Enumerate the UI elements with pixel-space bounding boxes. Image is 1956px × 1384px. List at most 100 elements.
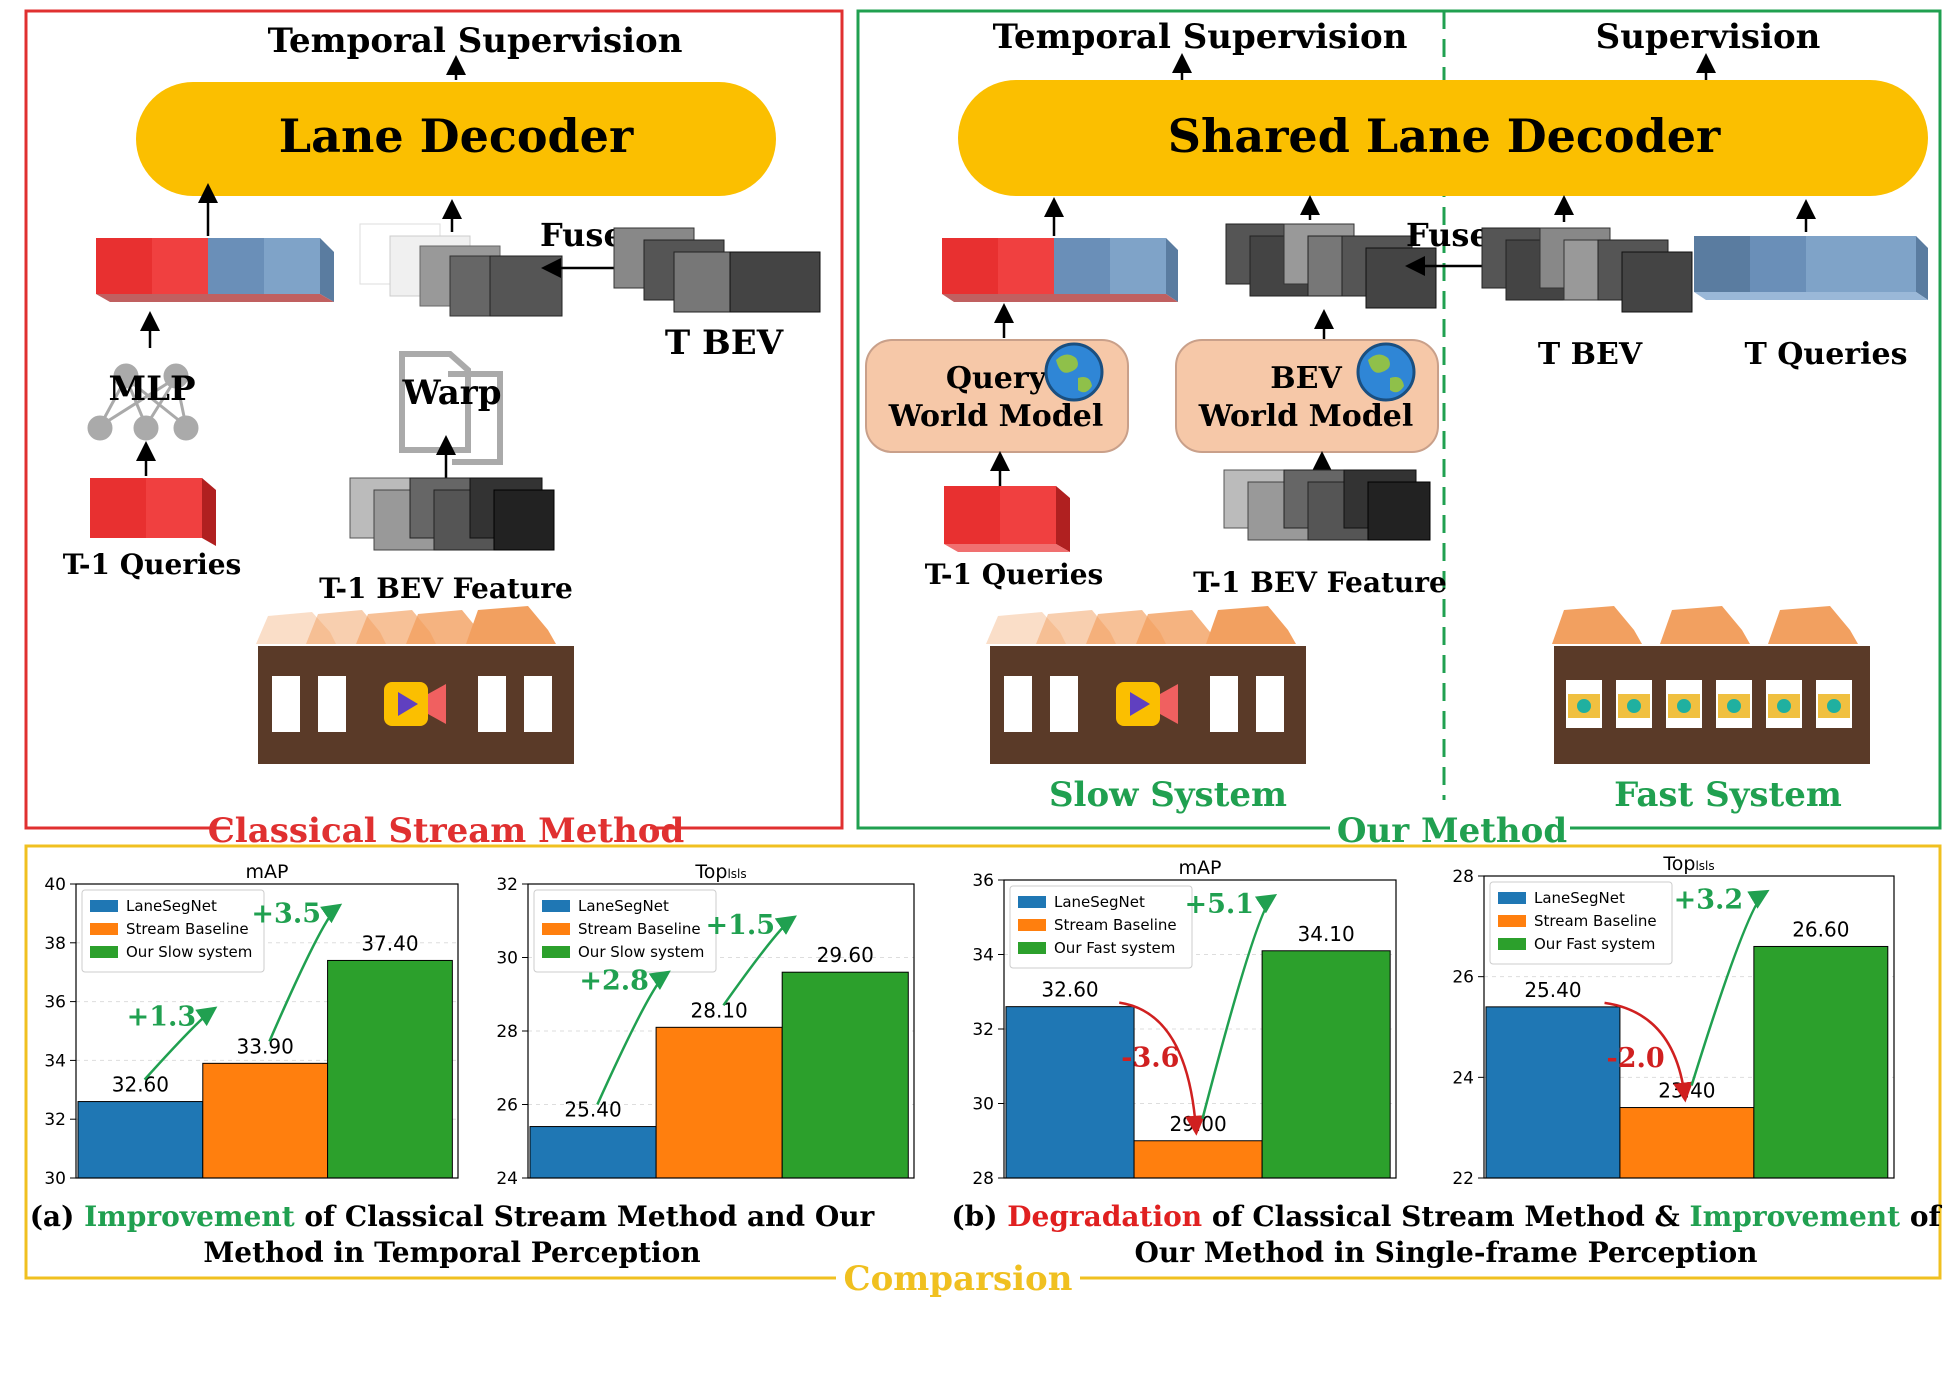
legend-entry: Stream Baseline xyxy=(1054,916,1177,934)
plot-frame xyxy=(1003,879,1397,1179)
bar-chart-1: 30323436384032.6033.9037.40mAPLaneSegNet… xyxy=(44,861,459,1189)
our-panel: Our Method Temporal Supervision Supervis… xyxy=(856,9,1942,851)
our-prev-queries: T-1 Queries xyxy=(925,558,1104,591)
chart-title: Toplsls xyxy=(694,861,746,883)
plot-frame xyxy=(1483,875,1895,1179)
legend-entry: Stream Baseline xyxy=(1534,912,1657,930)
gain-arrow xyxy=(1119,1001,1205,1136)
bar-stream-baseline xyxy=(655,1026,783,1179)
legend-swatch xyxy=(1498,938,1526,950)
classical-frame-label: Classical Stream Method xyxy=(208,811,684,851)
legend-entry: Our Slow system xyxy=(126,943,252,961)
plot-frame xyxy=(527,883,915,1179)
bar-lanesegnet xyxy=(1485,1006,1621,1179)
query-tokens xyxy=(96,238,334,302)
bar-stream-baseline xyxy=(1619,1107,1755,1179)
gain-arrow xyxy=(143,1006,218,1081)
legend-swatch xyxy=(542,923,570,935)
our-supervision-left: Temporal Supervision xyxy=(993,17,1408,57)
classical-supervision: Temporal Supervision xyxy=(268,21,683,61)
bar-chart-2: 242628303225.4028.1029.60ToplslsLaneSegN… xyxy=(496,861,915,1189)
bar-stream-baseline xyxy=(202,1062,329,1179)
bar-value-label: 33.90 xyxy=(237,1034,294,1058)
mlp-label: MLP xyxy=(108,369,195,409)
y-tick-label: 36 xyxy=(44,993,66,1013)
legend-swatch xyxy=(90,900,118,912)
film-strip-icon xyxy=(258,646,574,764)
legend-entry: Stream Baseline xyxy=(126,920,249,938)
warp-icon xyxy=(399,351,503,465)
t-query-tokens xyxy=(1694,236,1928,300)
gain-arrow xyxy=(1604,1001,1694,1103)
bar-lanesegnet xyxy=(529,1126,657,1179)
classical-prev-queries: T-1 Queries xyxy=(63,548,242,581)
legend-swatch xyxy=(1018,942,1046,954)
legend-swatch xyxy=(1018,896,1046,908)
y-tick-label: 36 xyxy=(972,871,994,891)
legend-swatch xyxy=(542,946,570,958)
bar-value-label: 26.60 xyxy=(1792,917,1849,941)
our-supervision-right: Supervision xyxy=(1596,17,1821,57)
y-tick-label: 22 xyxy=(1452,1169,1474,1189)
query-wm-line2: World Model xyxy=(888,399,1104,434)
caption-b-end: of xyxy=(1900,1200,1942,1233)
shared-decoder-label: Shared Lane Decoder xyxy=(1168,109,1721,163)
prev-bev-stack xyxy=(349,477,555,551)
legend-swatch xyxy=(1498,892,1526,904)
globe-icon xyxy=(1356,342,1416,402)
legend-entry: Stream Baseline xyxy=(578,920,701,938)
y-tick-label: 26 xyxy=(1452,968,1474,988)
our-t-queries: T Queries xyxy=(1745,337,1908,372)
bar-chart-4: 2224262825.4023.4026.60ToplslsLaneSegNet… xyxy=(1452,853,1895,1189)
y-tick-label: 32 xyxy=(972,1020,994,1040)
bar-value-label: 37.40 xyxy=(361,931,418,955)
shared-decoder-block xyxy=(958,80,1928,196)
gain-annotation: -2.0 xyxy=(1607,1043,1665,1074)
t-bev-stack xyxy=(613,227,821,313)
prev-query-tokens xyxy=(90,478,216,546)
y-tick-label: 24 xyxy=(1452,1068,1474,1088)
caption-b-mid: of Classical Stream Method & xyxy=(1202,1200,1689,1233)
caption-a-word: Improvement xyxy=(84,1200,295,1233)
y-tick-label: 30 xyxy=(496,949,518,969)
classical-fuse: Fuse xyxy=(540,216,624,254)
gain-arrow xyxy=(596,970,671,1106)
legend-swatch xyxy=(1018,919,1046,931)
fast-system-label: Fast System xyxy=(1614,775,1842,815)
gain-annotation: +1.5 xyxy=(705,910,775,941)
query-wm-line1: Query xyxy=(946,361,1048,396)
bar-our-slow-system xyxy=(781,971,909,1179)
bar-lanesegnet xyxy=(1005,1006,1135,1179)
warped-bev-stack xyxy=(359,223,563,317)
gain-arrow xyxy=(722,915,797,1007)
classical-prev-bev: T-1 BEV Feature xyxy=(319,572,573,605)
legend-entry: LaneSegNet xyxy=(126,897,217,915)
y-tick-label: 34 xyxy=(44,1051,66,1071)
fast-film-strip-icon xyxy=(1554,646,1870,764)
bar-value-label: 32.60 xyxy=(112,1073,169,1097)
caption-a-line2: Method in Temporal Perception xyxy=(203,1236,700,1269)
bev-world-model: BEV World Model xyxy=(1175,339,1439,453)
chart-title-sub: lsls xyxy=(1695,859,1714,873)
bar-value-label: 34.10 xyxy=(1298,922,1355,946)
gain-annotation: +3.2 xyxy=(1674,884,1744,915)
our-fuse: Fuse xyxy=(1406,216,1490,254)
car-icons xyxy=(256,606,556,644)
gain-arrow xyxy=(268,903,343,1042)
our-prev-bev-stack xyxy=(1223,469,1431,541)
y-tick-label: 28 xyxy=(1452,867,1474,887)
bar-value-label: 29.60 xyxy=(817,943,874,967)
caption-a-prefix: (a) xyxy=(30,1200,84,1233)
slow-film-strip-icon xyxy=(990,646,1306,764)
globe-icon xyxy=(1044,342,1104,402)
legend-entry: LaneSegNet xyxy=(1534,889,1625,907)
bar-value-label: 28.10 xyxy=(691,998,748,1022)
bar-value-label: 32.60 xyxy=(1041,978,1098,1002)
legend-swatch xyxy=(90,923,118,935)
bar-lanesegnet xyxy=(77,1101,204,1179)
y-tick-label: 32 xyxy=(44,1110,66,1130)
mlp-icon xyxy=(87,363,199,441)
